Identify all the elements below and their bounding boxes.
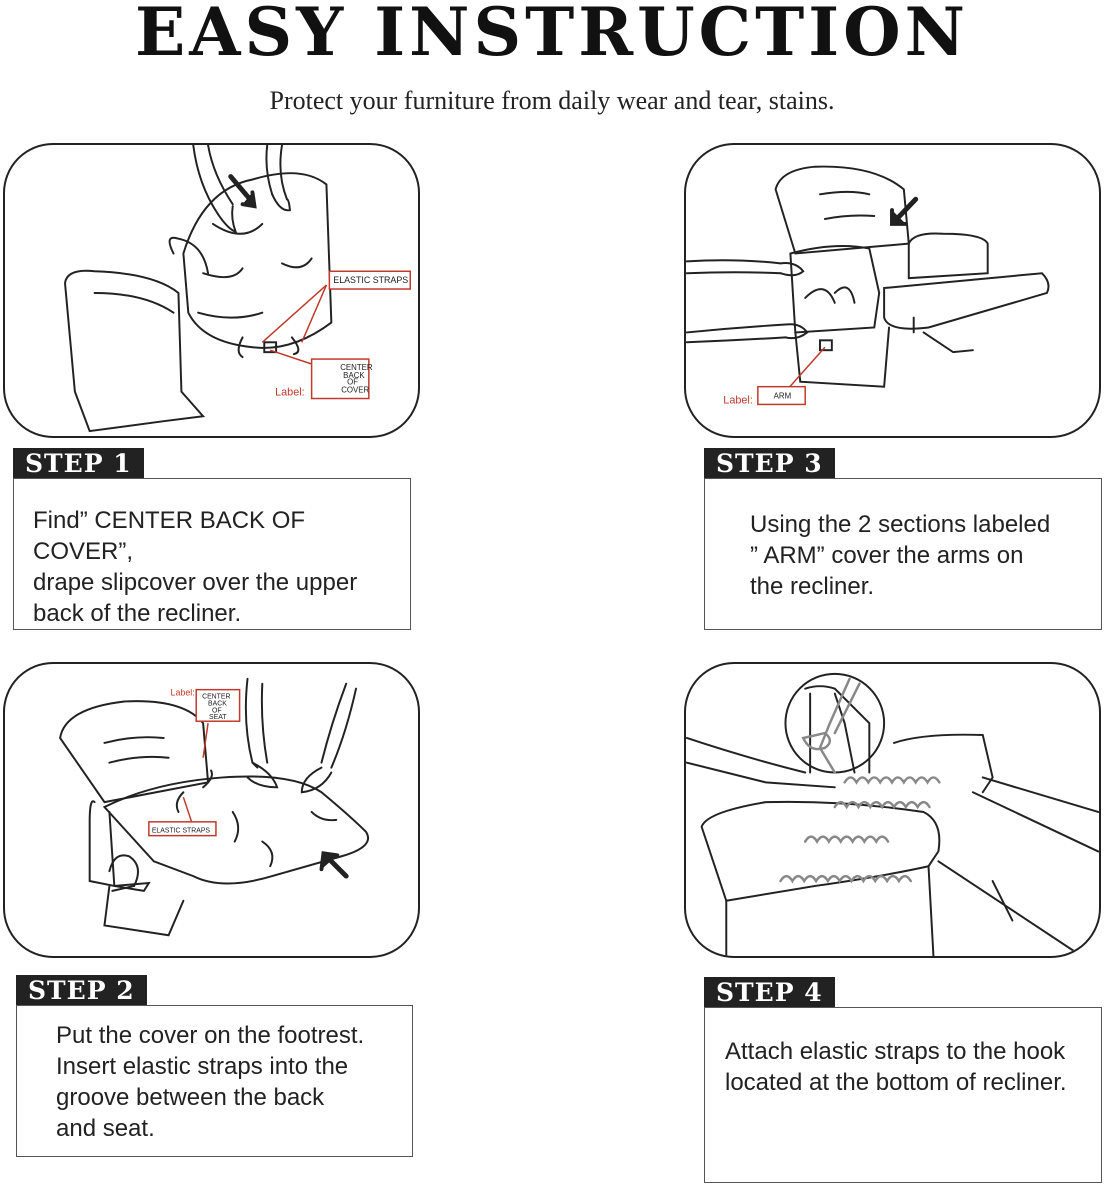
step4-illustration <box>684 662 1101 958</box>
page-subtitle: Protect your furniture from daily wear a… <box>269 86 835 115</box>
step3-label-prefix: Label: <box>723 394 753 406</box>
step2-text-box: Put the cover on the footrest. Insert el… <box>16 1005 413 1157</box>
recliner-hook-strap-drawing <box>686 672 1099 956</box>
step3-text-box: Using the 2 sections labeled ” ARM” cove… <box>704 478 1102 630</box>
step3-label: STEP 3 <box>704 448 835 480</box>
page-title: EASY INSTRUCTION <box>135 0 969 71</box>
step2-tag-center-back-line1: CENTER <box>202 694 230 701</box>
step1-tag-center-back-line3: OF <box>347 378 358 387</box>
step1-illustration: ELASTIC STRAPS CENTER BACK OF COVER Labe… <box>3 143 420 438</box>
step3-illustration: ARM Label: <box>684 143 1101 438</box>
recliner-arm-cover-drawing: ARM Label: <box>686 165 1050 406</box>
step1-text: Find” CENTER BACK OF COVER”, drape slipc… <box>33 507 358 627</box>
step1-tag-center-back-line4: COVER <box>341 386 369 395</box>
step2-illustration: CENTER BACK OF SEAT ELASTIC STRAPS Label… <box>3 662 420 958</box>
step3-tag-arm: ARM <box>774 392 792 401</box>
step2-tag-center-back-line4: SEAT <box>209 714 227 721</box>
step2-label-prefix: Label: <box>171 688 195 698</box>
step1-label: STEP 1 <box>13 448 144 480</box>
step1-text-box: Find” CENTER BACK OF COVER”, drape slipc… <box>13 478 411 630</box>
step2-tag-elastic-straps: ELASTIC STRAPS <box>152 828 211 835</box>
step1-tag-center-back-line1: CENTER <box>340 363 373 372</box>
step2-tag-center-back-line2: BACK <box>208 700 227 707</box>
step4-text-box: Attach elastic straps to the hook locate… <box>704 1007 1102 1183</box>
recliner-footrest-cover-drawing: CENTER BACK OF SEAT ELASTIC STRAPS Label… <box>59 677 370 937</box>
step2-text: Put the cover on the footrest. Insert el… <box>56 1022 365 1142</box>
recliner-drape-back-drawing: ELASTIC STRAPS CENTER BACK OF COVER Labe… <box>64 145 412 433</box>
step3-text: Using the 2 sections labeled ” ARM” cove… <box>750 511 1051 600</box>
step1-label-prefix: Label: <box>275 387 305 399</box>
step1-tag-elastic-straps: ELASTIC STRAPS <box>333 275 408 285</box>
step4-label: STEP 4 <box>704 977 835 1009</box>
step1-tag-center-back-line2: BACK <box>343 371 365 380</box>
step4-text: Attach elastic straps to the hook locate… <box>725 1038 1067 1096</box>
step2-label: STEP 2 <box>16 975 147 1007</box>
step2-tag-center-back-line3: OF <box>212 707 222 714</box>
